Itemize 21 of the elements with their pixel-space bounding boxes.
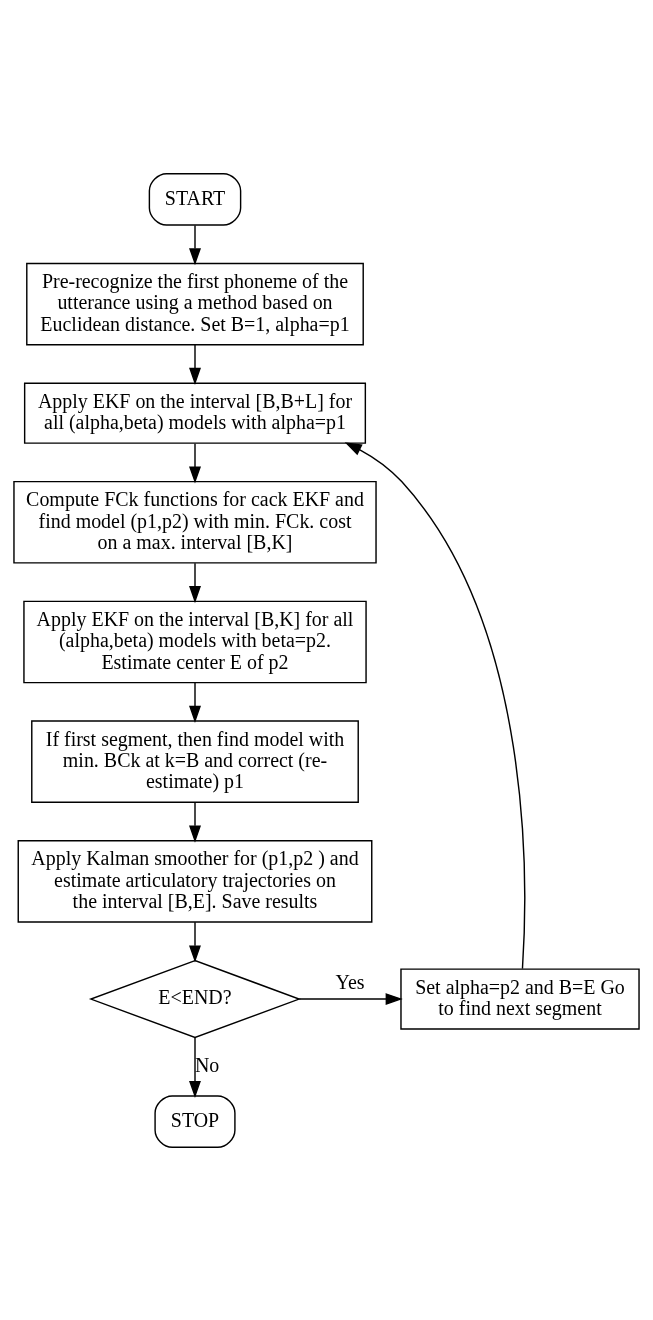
node-box: Pre-recognize the first phoneme of the utterance using a method based on Euclidean distance. Set B=1, alpha=p1 xyxy=(26,262,364,345)
arrow xyxy=(189,801,201,843)
arrow xyxy=(344,441,526,969)
node-box: Compute FCk functions for cack EKF and find model (p1,p2) with min. FCk. cost on a max. interval [B,K] xyxy=(13,480,377,564)
arrow xyxy=(189,681,201,723)
arrow xyxy=(189,921,201,963)
node-box: Apply Kalman smoother for (p1,p2 ) and estimate articulatory trajectories on the interval [B,E]. Save results xyxy=(17,839,373,923)
edge-label: Yes xyxy=(335,970,365,993)
node-box: If first segment, then find model with min. BCk at k=B and correct (re-estimate) p1 xyxy=(31,719,359,803)
arrow xyxy=(189,442,201,484)
node-box: START xyxy=(148,172,242,226)
arrow xyxy=(189,562,201,603)
node-diamond: E<END? xyxy=(88,959,302,1038)
node-box: STOP xyxy=(154,1094,236,1148)
arrow xyxy=(189,343,201,385)
node-box: Apply EKF on the interval [B,B+L] for all (alpha,beta) models with alpha=p1 xyxy=(23,382,367,444)
arrow xyxy=(189,224,201,265)
arrow xyxy=(298,992,403,1005)
node-box: Apply EKF on the interval [B,K] for all (alpha,beta) models with beta=p2. Estimate center E of p2 xyxy=(23,600,367,683)
node-box: Set alpha=p2 and B=E Go to find next segment xyxy=(400,967,640,1030)
arrow xyxy=(189,1036,201,1098)
